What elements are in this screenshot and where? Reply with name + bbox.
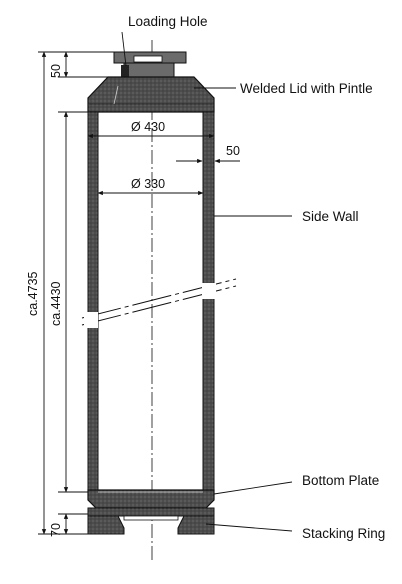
dim-outer-diameter: Ø 430 [87, 120, 215, 139]
dim-inner-height-label: ca.4430 [49, 281, 63, 326]
label-loading-hole: Loading Hole [128, 14, 208, 29]
stacking-ring [87, 507, 215, 535]
dim-outer-diameter-label: Ø 430 [131, 120, 165, 134]
label-welded-lid: Welded Lid with Pintle [240, 81, 373, 96]
break-lines [81, 278, 237, 328]
pintle [113, 51, 187, 79]
welded-lid [87, 76, 215, 113]
dim-ring-height-label: 70 [49, 523, 63, 537]
dim-total-height-label: ca.4735 [26, 271, 40, 316]
dim-total-height [38, 51, 114, 535]
dim-lid-height-label: 50 [49, 64, 63, 78]
dim-inner-height [58, 111, 88, 493]
bottom-plate [87, 489, 215, 509]
dim-inner-diameter: Ø 330 [97, 177, 204, 196]
label-side-wall: Side Wall [302, 209, 359, 224]
dim-wall-thickness-label: 50 [226, 144, 240, 158]
dim-inner-diameter-label: Ø 330 [131, 177, 165, 191]
leader-lines [121, 31, 293, 532]
dim-ring-height [58, 513, 88, 535]
dim-lid-height [58, 51, 108, 78]
label-bottom-plate: Bottom Plate [302, 473, 379, 488]
label-stacking-ring: Stacking Ring [302, 526, 385, 541]
dim-wall-thickness [176, 150, 240, 172]
